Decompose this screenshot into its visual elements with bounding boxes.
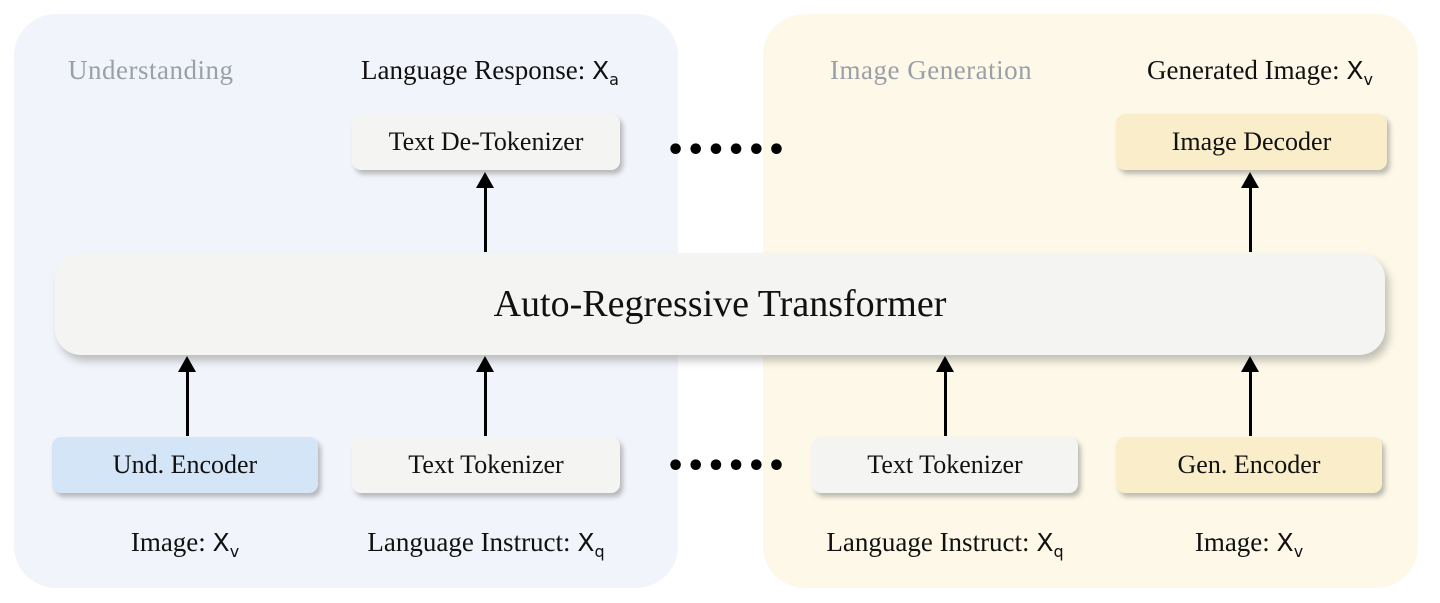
image-input-right-text: Image: (1194, 527, 1277, 557)
generated-image-variable: X (1346, 56, 1364, 85)
arrowhead-icon (1241, 356, 1259, 372)
language-response-label: Language Response: Xa (340, 55, 640, 95)
auto-regressive-transformer-label: Auto-Regressive Transformer (493, 283, 947, 325)
gen-encoder-box: Gen. Encoder (1116, 437, 1382, 493)
understanding-section-label: Understanding (68, 55, 234, 85)
auto-regressive-transformer-box: Auto-Regressive Transformer (55, 253, 1385, 355)
arrow-stem (185, 372, 189, 436)
text-detokenizer-label: Text De-Tokenizer (388, 127, 584, 156)
generated-image-text: Generated Image: (1147, 55, 1347, 85)
arrow-stem (1248, 188, 1252, 252)
language-instruct-left-subscript: q (594, 542, 605, 561)
arrow-stem (483, 188, 487, 252)
image-input-left-label: Image: Xv (52, 527, 318, 567)
gen-encoder-label: Gen. Encoder (1177, 450, 1321, 479)
language-instruct-left-variable: X (577, 528, 595, 557)
arrow-und-encoder-to-transformer (178, 356, 196, 436)
image-decoder-box: Image Decoder (1116, 114, 1387, 170)
image-decoder-label: Image Decoder (1171, 127, 1332, 156)
ellipsis-top: •••••• (666, 133, 788, 168)
text-detokenizer-box: Text De-Tokenizer (352, 114, 620, 170)
image-input-left-variable: X (212, 528, 230, 557)
text-tokenizer-right-label: Text Tokenizer (867, 450, 1023, 479)
image-input-left-text: Image: (130, 527, 213, 557)
text-tokenizer-left-label: Text Tokenizer (408, 450, 564, 479)
language-instruct-right-subscript: q (1053, 542, 1064, 561)
language-instruct-right-variable: X (1036, 528, 1054, 557)
arrow-text-tokenizer-right-to-transformer (936, 356, 954, 436)
arrowhead-icon (178, 356, 196, 372)
arrow-stem (943, 372, 947, 436)
arrowhead-icon (476, 172, 494, 188)
language-instruct-right-text: Language Instruct: (826, 527, 1037, 557)
language-response-subscript: a (609, 70, 619, 89)
generated-image-subscript: v (1363, 70, 1373, 89)
language-response-variable: X (591, 56, 610, 85)
arrowhead-icon (936, 356, 954, 372)
image-input-right-subscript: v (1293, 542, 1304, 561)
image-input-left-subscript: v (229, 542, 240, 561)
language-response-text: Language Response: (361, 55, 592, 85)
language-instruct-right-label: Language Instruct: Xq (812, 527, 1078, 567)
language-instruct-left-text: Language Instruct: (367, 527, 578, 557)
text-tokenizer-right-box: Text Tokenizer (812, 437, 1078, 493)
arrow-stem (483, 372, 487, 436)
generated-image-label: Generated Image: Xv (1110, 55, 1410, 95)
arrowhead-icon (476, 356, 494, 372)
und-encoder-label: Und. Encoder (112, 450, 258, 479)
und-encoder-box: Und. Encoder (52, 437, 318, 493)
arrow-stem (1248, 372, 1252, 436)
arrowhead-icon (1241, 172, 1259, 188)
arrow-transformer-to-image-decoder (1241, 172, 1259, 252)
ellipsis-bottom: •••••• (666, 449, 788, 484)
arrow-transformer-to-text-detokenizer (476, 172, 494, 252)
text-tokenizer-left-box: Text Tokenizer (352, 437, 620, 493)
image-generation-section-label: Image Generation (830, 55, 1033, 85)
arrow-gen-encoder-to-transformer (1241, 356, 1259, 436)
image-input-right-label: Image: Xv (1116, 527, 1382, 567)
image-input-right-variable: X (1276, 528, 1294, 557)
language-instruct-left-label: Language Instruct: Xq (352, 527, 620, 567)
arrow-text-tokenizer-left-to-transformer (476, 356, 494, 436)
